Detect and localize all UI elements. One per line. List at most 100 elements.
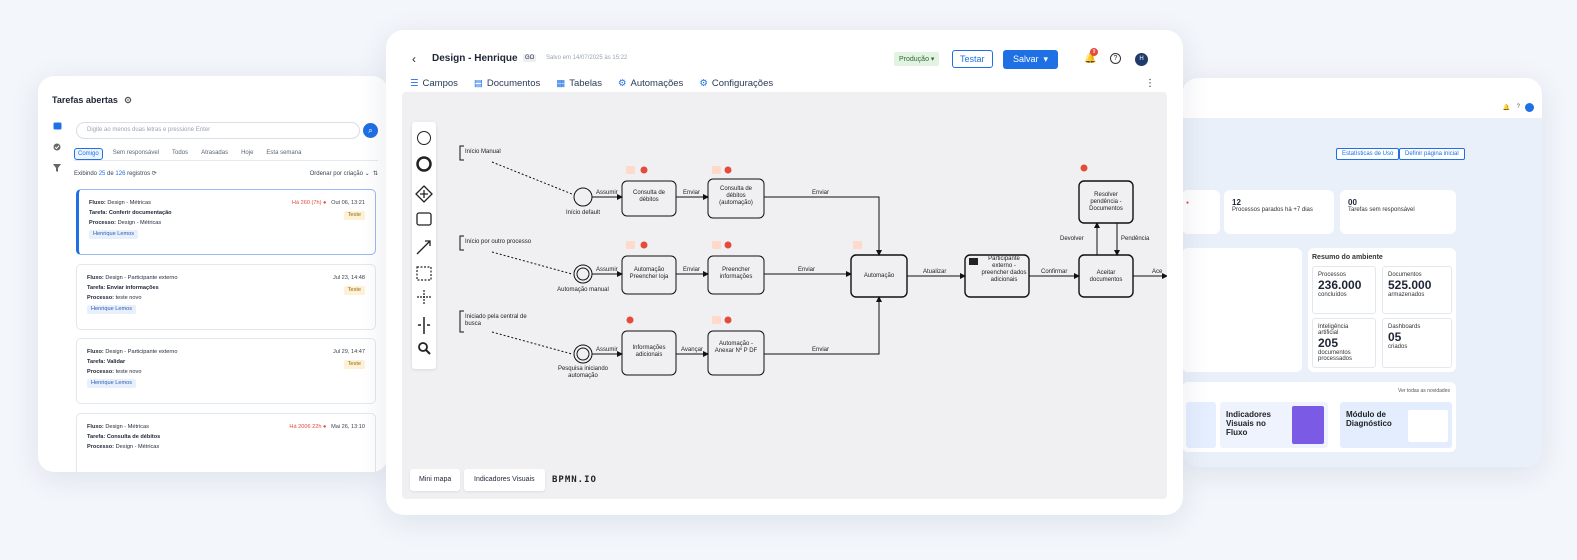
tab-campos[interactable]: ☰Campos — [410, 78, 458, 89]
summary-label: Documentos — [1388, 272, 1422, 278]
list-icon: ☰ — [410, 78, 419, 89]
flow-label[interactable]: Assumir — [596, 190, 618, 196]
filter-sem-responsavel[interactable]: Sem responsável — [112, 150, 160, 156]
flow-label[interactable]: Enviar — [683, 267, 701, 273]
tab-label: Documentos — [486, 78, 541, 89]
annotation-text[interactable]: Início por outro processo — [465, 239, 532, 245]
flow-label[interactable]: Enviar — [683, 190, 701, 196]
more-icon[interactable]: ⋮ — [1145, 78, 1155, 89]
task-label[interactable]: Aceitar documentos — [1089, 270, 1123, 283]
test-button[interactable]: Testar — [952, 50, 993, 68]
processo-label: Processo: — [89, 220, 117, 226]
help-icon[interactable]: ? — [1110, 53, 1121, 64]
bell-icon[interactable]: 🔔 — [1084, 53, 1097, 64]
environment-select[interactable]: Produção ▾ — [894, 52, 940, 66]
inbox-icon[interactable] — [53, 122, 62, 130]
all-news-link[interactable]: Ver todas as novidades — [1398, 388, 1450, 394]
flow-label[interactable]: Devolver — [1060, 236, 1084, 242]
event-label[interactable]: Início default — [565, 210, 601, 216]
event-label[interactable]: Pesquisa iniciando automação — [557, 366, 609, 379]
search-button[interactable]: ⌕ — [363, 123, 378, 138]
search-input[interactable]: Digite ao menos duas letras e pressione … — [76, 122, 360, 139]
tasks-title: Tarefas abertas — [52, 95, 118, 105]
task-label[interactable]: Participante externo - preencher dados a… — [981, 256, 1027, 283]
flow-label[interactable]: Confirmar — [1041, 269, 1068, 275]
filter-esta-semana[interactable]: Esta semana — [266, 150, 302, 156]
news-thumb[interactable]: Módulo de Diagnóstico — [1340, 402, 1452, 448]
tab-documentos[interactable]: ▤Documentos — [474, 78, 540, 89]
annotation-text[interactable]: Início Manual — [465, 149, 501, 155]
filter-comigo[interactable]: Comigo — [74, 148, 103, 160]
annotation-text[interactable]: Iniciado pela central de busca — [465, 314, 527, 327]
visual-indicators-button[interactable]: Indicadores Visuais — [464, 469, 545, 491]
flow-label[interactable]: Pendência — [1121, 236, 1150, 242]
save-label: Salvar — [1013, 54, 1039, 64]
records-prefix: Exibindo — [74, 171, 98, 177]
bell-icon[interactable]: 🔔 — [1502, 105, 1510, 111]
set-homepage-button[interactable]: Definir página inicial — [1399, 148, 1465, 160]
flow-label[interactable]: Avançar — [681, 347, 703, 353]
filter-icon[interactable] — [53, 164, 61, 172]
task-label[interactable]: Automação Preencher loja — [629, 267, 669, 280]
lasso-tool — [416, 266, 432, 281]
sort-order-icon[interactable]: ⇅ — [372, 171, 378, 177]
activity-card — [1182, 248, 1302, 372]
task-process: teste novo — [115, 369, 142, 375]
task-label[interactable]: Preencher informações — [719, 267, 753, 280]
save-button[interactable]: Salvar ▾ — [1003, 50, 1059, 69]
minimap-button[interactable]: Mini mapa — [410, 469, 461, 491]
news-image — [1408, 410, 1448, 442]
event-label[interactable]: Automação manual — [557, 287, 609, 293]
news-title: Módulo de Diagnóstico — [1346, 410, 1392, 428]
check-icon[interactable] — [53, 143, 61, 151]
flow-label[interactable]: Assumir — [596, 267, 618, 273]
refresh-icon[interactable]: ⟳ — [151, 171, 157, 177]
tarefa-label: Tarefa: — [87, 434, 106, 440]
avatar[interactable]: H — [1135, 53, 1148, 66]
task-date: Out 06, 13:21 — [331, 200, 365, 206]
summary-sub: documentos processados — [1318, 350, 1353, 362]
task-label[interactable]: Resolver pendência - Documentos — [1089, 192, 1123, 212]
gear-icon: ⚙ — [699, 78, 708, 89]
news-thumb[interactable] — [1186, 402, 1216, 448]
bpmn-io-logo[interactable]: BPMN.IO — [552, 475, 597, 485]
task-label[interactable]: Automação - Anexar Nº P DF — [714, 341, 758, 354]
flow-label[interactable]: Ace — [1152, 269, 1163, 275]
flow-label[interactable]: Enviar — [812, 190, 830, 196]
help-icon[interactable]: ? — [1516, 104, 1520, 110]
page-title: Design - Henrique — [432, 53, 518, 64]
task-label[interactable]: Consulta de débitos (automação) — [719, 186, 753, 206]
tab-tabelas[interactable]: ▦Tabelas — [556, 78, 602, 89]
task-label[interactable]: Automação — [863, 273, 895, 279]
filter-atrasadas[interactable]: Atrasadas — [201, 150, 229, 156]
back-arrow-icon[interactable]: ‹ — [412, 52, 416, 66]
process-editor: ‹ Design - Henrique GO Salvo em 14/07/20… — [386, 30, 1183, 515]
flow-label[interactable]: Atualizar — [923, 269, 947, 275]
flow-label[interactable]: Enviar — [798, 267, 816, 273]
news-thumb[interactable]: Indicadores Visuais no Fluxo — [1220, 402, 1328, 448]
task-date: Mai 26, 13:10 — [331, 424, 365, 430]
flow-label[interactable]: Enviar — [812, 347, 830, 353]
tasks-header: Tarefas abertas — [52, 95, 132, 105]
avatar[interactable] — [1525, 103, 1534, 112]
diagram-canvas[interactable]: Início Manual Início por outro processo … — [402, 92, 1167, 499]
sort-select[interactable]: Ordenar por criação ⌄ ⇅ — [310, 170, 378, 177]
flow-label[interactable]: Assumir — [596, 347, 618, 353]
summary-sub: criados — [1388, 344, 1408, 350]
task-label[interactable]: Informações adicionais — [632, 345, 666, 358]
filter-hoje[interactable]: Hoje — [241, 150, 254, 156]
chevron-down-icon: ⌄ — [364, 171, 370, 177]
tab-configuracoes[interactable]: ⚙Configurações — [699, 78, 773, 89]
task-name: Conferir documentação — [108, 210, 172, 216]
gear-icon[interactable] — [124, 96, 132, 104]
usage-stats-button[interactable]: Estatísticas de Uso — [1336, 148, 1400, 160]
tab-automacoes[interactable]: ⚙Automações — [618, 78, 683, 89]
filter-todos[interactable]: Todos — [172, 150, 189, 156]
task-late: Há 260 (7h) — [291, 200, 322, 206]
task-label[interactable]: Consulta de débitos — [632, 190, 666, 203]
